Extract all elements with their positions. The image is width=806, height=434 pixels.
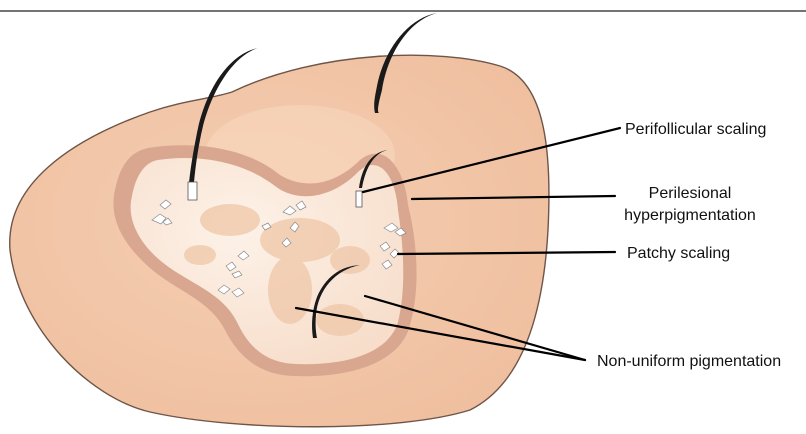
hair-follicle-left: [188, 182, 197, 200]
hair-follicle-right: [356, 191, 362, 207]
label-hyperpigmentation: hyperpigmentation: [624, 207, 756, 224]
label-non-uniform-pigmentation: Non-uniform pigmentation: [597, 353, 781, 370]
label-perifollicular-scaling: Perifollicular scaling: [625, 121, 766, 138]
label-patchy-scaling: Patchy scaling: [627, 245, 730, 262]
label-perilesional: Perilesional: [649, 185, 732, 202]
